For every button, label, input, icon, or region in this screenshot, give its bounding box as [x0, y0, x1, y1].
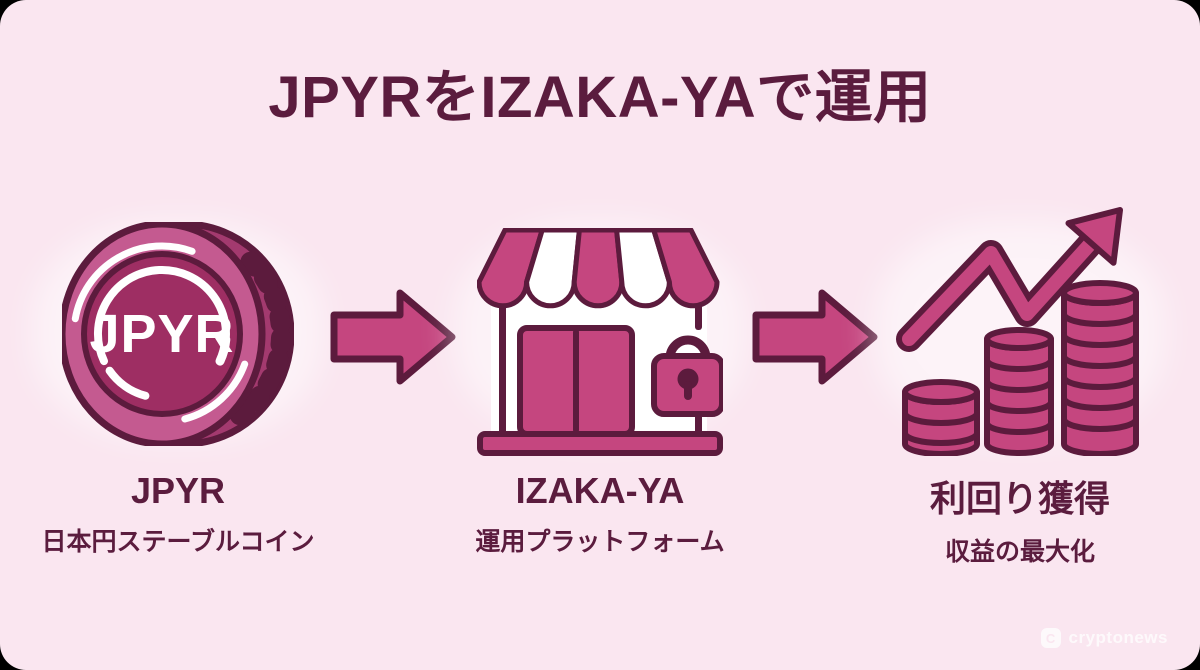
step-izakaya-storefront: IZAKA-YA 運用プラットフォーム	[438, 206, 762, 558]
keyhole	[677, 368, 699, 390]
step-heading-jpyr: JPYR	[130, 470, 226, 511]
cryptonews-watermark: C cryptonews	[1040, 628, 1168, 648]
storefront-base	[477, 431, 723, 456]
flow-arrow-icon	[330, 289, 456, 385]
flow-arrow-icon	[752, 289, 878, 385]
page-title: JPYRをIZAKA-YAで運用	[268, 65, 932, 130]
storefront-awning	[477, 228, 720, 309]
growth-arrow-icon	[896, 207, 1123, 352]
cryptonews-brand-text: cryptonews	[1068, 628, 1168, 647]
storefront-left-pole	[499, 290, 506, 436]
padlock-icon	[651, 335, 723, 417]
storefront-icon	[477, 228, 723, 456]
izakaya-icon-box	[438, 206, 762, 456]
coin-stacks-growth-icon	[896, 207, 1139, 456]
coin-stack-tall	[1061, 280, 1139, 456]
coin-stack-small	[902, 379, 980, 456]
jpyr-coin-icon: JPYR	[62, 222, 294, 446]
step-heading-yield: 利回り獲得	[929, 478, 1110, 519]
step-jpyr-coin: JPYR JPYR 日本円ステーブルコイン	[16, 206, 340, 558]
coin-label-text: JPYR	[89, 304, 234, 364]
step-yield-growth: 利回り獲得 収益の最大化	[858, 206, 1182, 568]
jpyr-icon-box: JPYR	[16, 206, 340, 456]
yield-icon-box	[858, 206, 1182, 456]
coin-stack-medium	[984, 327, 1054, 456]
step-subheading-yield: 収益の最大化	[944, 538, 1095, 566]
cryptonews-logo-icon: C	[1040, 628, 1061, 648]
step-heading-izakaya: IZAKA-YA	[515, 470, 685, 511]
step-subheading-izakaya: 運用プラットフォーム	[475, 528, 725, 556]
step-subheading-jpyr: 日本円ステーブルコイン	[41, 528, 315, 556]
storefront-door	[517, 325, 635, 437]
